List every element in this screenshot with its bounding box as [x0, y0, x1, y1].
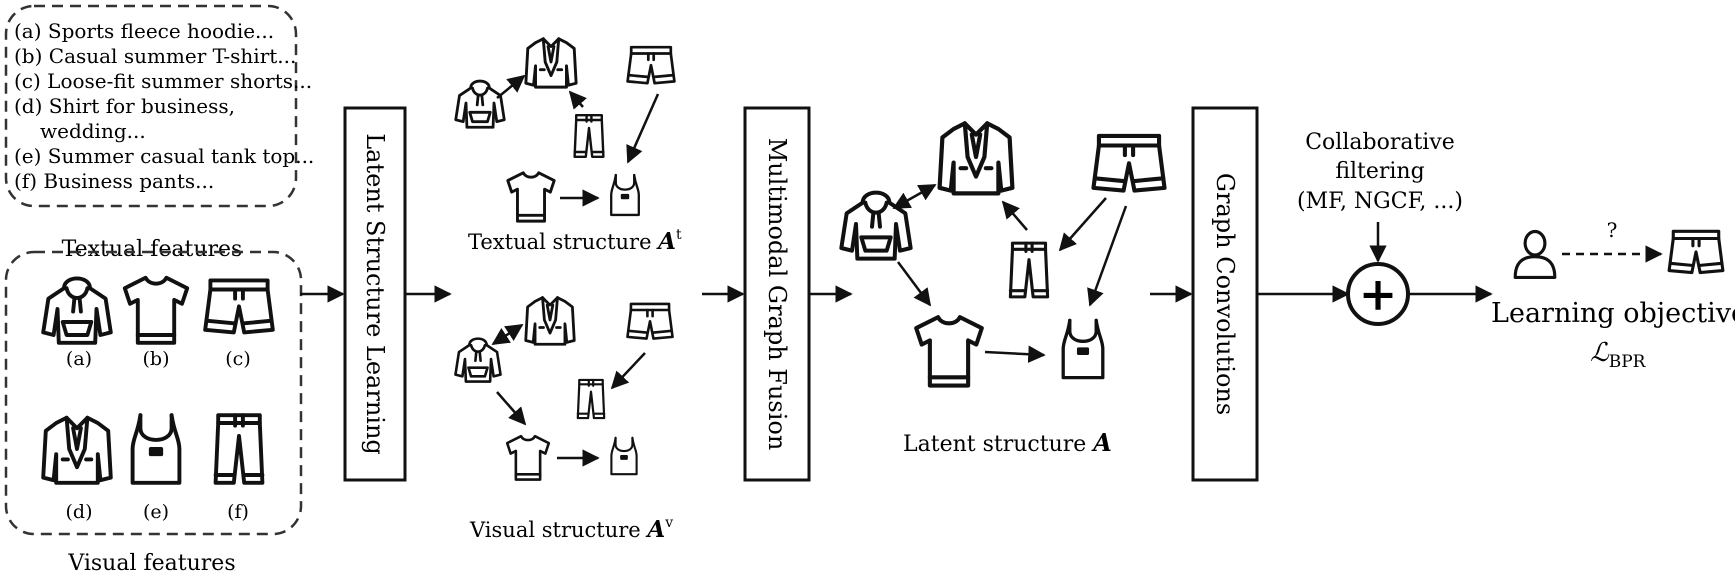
visual-label-f: (f) — [227, 501, 249, 523]
textual-structure-graph — [454, 37, 676, 223]
text-item-a: (a) Sports fleece hoodie... — [14, 19, 274, 43]
tank-top-icon — [130, 413, 182, 485]
visual-label-d: (d) — [66, 501, 93, 523]
text-item-e: (e) Summer casual tank top... — [14, 144, 314, 168]
target-shorts-icon — [1667, 229, 1725, 275]
pants-icon — [213, 413, 265, 485]
visual-label-a: (a) — [66, 348, 92, 370]
question-mark: ? — [1607, 218, 1618, 242]
textual-hoodie-icon — [454, 79, 506, 129]
text-item-f: (f) Business pants... — [14, 169, 214, 193]
visual-features-panel: (a) (b) (c) (d) (e) (f) — [4, 250, 303, 536]
textual-features-panel: (a) Sports fleece hoodie... (b) Casual s… — [4, 4, 314, 208]
visual-hoodie-icon — [454, 337, 502, 383]
textual-shorts-icon — [626, 45, 676, 85]
visual-pants-icon — [576, 378, 606, 420]
loss-symbol: ℒBPR — [1590, 338, 1647, 372]
text-item-d-cont: wedding... — [40, 119, 146, 143]
textual-tshirt-icon — [506, 171, 556, 223]
textual-features-border — [4, 4, 298, 208]
textual-features-caption: Textual features — [62, 237, 243, 262]
latent-blazer-icon — [940, 123, 1013, 193]
visual-label-c: (c) — [225, 348, 250, 370]
visual-label-b: (b) — [143, 348, 170, 370]
learning-objective-label: Learning objective — [1491, 298, 1735, 329]
blazer-icon — [41, 415, 113, 485]
textual-blazer-icon — [524, 37, 578, 89]
visual-features-border — [4, 250, 303, 536]
textual-tank-icon — [609, 173, 641, 217]
collaborative-line2: filtering — [1335, 159, 1424, 184]
shorts-icon — [203, 278, 275, 335]
latent-shorts-icon — [1093, 136, 1164, 191]
latent-structure-learning-box — [343, 106, 407, 482]
collaborative-line1: Collaborative — [1305, 130, 1455, 155]
hoodie-icon — [41, 276, 113, 345]
graph-convolutions-label: Graph Convolutions — [1211, 173, 1239, 415]
latent-hoodie-icon — [839, 190, 913, 261]
textual-structure-label: Textual structure At — [468, 227, 682, 255]
text-item-b: (b) Casual summer T-shirt... — [14, 44, 296, 68]
visual-label-e: (e) — [143, 501, 169, 523]
visual-tank-icon — [610, 436, 638, 476]
latent-structure-learning-label: Latent Structure Learning — [361, 133, 389, 455]
latent-structure-graph — [839, 123, 1164, 385]
tshirt-icon — [122, 275, 190, 345]
visual-structure-label: Visual structure Av — [469, 515, 673, 543]
latent-pants-icon — [1008, 241, 1050, 299]
latent-tank-icon — [1061, 318, 1105, 380]
sum-operator: + — [1359, 267, 1398, 321]
textual-pants-icon — [573, 113, 605, 159]
multimodal-graph-fusion-box — [743, 106, 811, 482]
visual-shorts-icon — [626, 302, 674, 340]
visual-features-caption: Visual features — [67, 551, 235, 574]
user-icon — [1513, 229, 1557, 280]
collaborative-line3: (MF, NGCF, ...) — [1297, 189, 1463, 214]
text-item-c: (c) Loose-fit summer shorts... — [14, 69, 312, 93]
latent-structure-label: Latent structure A — [903, 428, 1112, 457]
graph-convolutions-box — [1191, 106, 1259, 482]
multimodal-graph-fusion-label: Multimodal Graph Fusion — [763, 138, 791, 451]
text-item-d: (d) Shirt for business, — [14, 94, 235, 118]
visual-blazer-icon — [524, 296, 576, 346]
latent-tshirt-icon — [916, 317, 982, 385]
visual-structure-graph — [454, 296, 674, 481]
visual-tshirt-icon — [505, 434, 551, 481]
